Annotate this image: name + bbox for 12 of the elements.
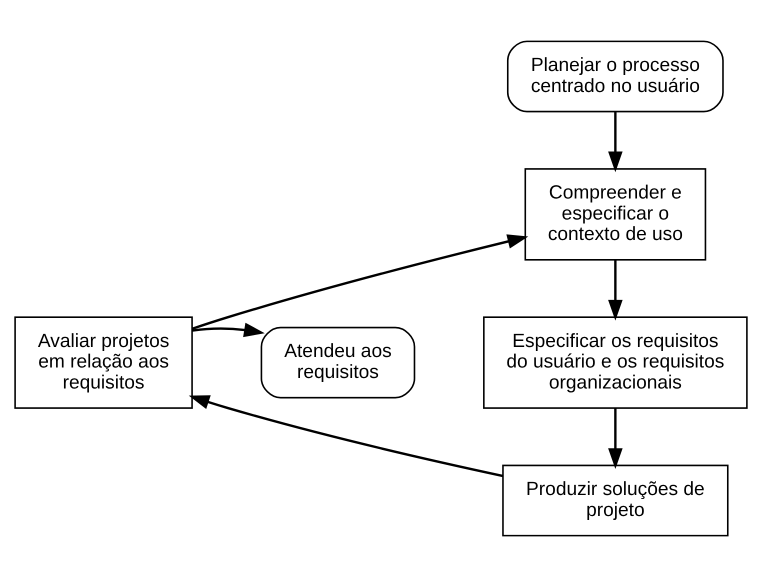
arrow bbox=[608, 112, 623, 172]
arrow bbox=[192, 322, 265, 337]
node-box: Avaliar projetos em relação aos requisitos bbox=[14, 316, 193, 408]
node-box: Compreender e especificar o contexto de uso bbox=[524, 168, 706, 260]
arrow bbox=[608, 260, 623, 320]
node-box: Planejar o processo centrado no usuário bbox=[506, 40, 724, 112]
arrow bbox=[188, 394, 503, 477]
node-box: Especificar os requisitos do usuário e os requisitos organizacionais bbox=[483, 316, 748, 408]
node-box: Produzir soluções de projeto bbox=[502, 464, 729, 536]
node-box: Atendeu aos requisitos bbox=[260, 326, 416, 398]
arrow bbox=[608, 408, 623, 469]
arrow bbox=[192, 234, 528, 330]
